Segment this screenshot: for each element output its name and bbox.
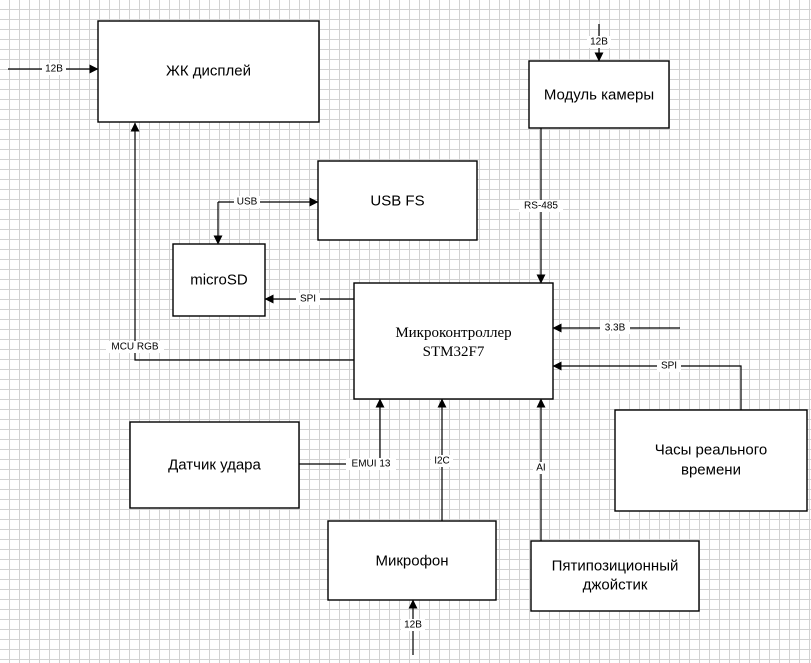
camera-power-label: 12В bbox=[587, 36, 611, 48]
camera-module-block: Модуль камеры bbox=[528, 60, 670, 129]
svg-text:I2C: I2C bbox=[434, 456, 450, 467]
mcu-power-label: 3.3В bbox=[600, 322, 630, 334]
svg-text:12В: 12В bbox=[45, 64, 63, 75]
lcd-display-block: ЖК дисплей bbox=[97, 20, 320, 123]
svg-text:USB: USB bbox=[237, 197, 258, 208]
microphone-label: Микрофон bbox=[375, 553, 448, 570]
svg-text:3.3В: 3.3В bbox=[605, 323, 626, 334]
mic-i2c-label: I2C bbox=[431, 455, 453, 467]
rtc-block: Часы реального времени bbox=[614, 409, 808, 512]
microsd-block: microSD bbox=[172, 243, 266, 317]
mcu-label-line1: Микроконтроллер bbox=[395, 325, 511, 341]
svg-text:EMUI 13: EMUI 13 bbox=[352, 459, 391, 470]
svg-text:12В: 12В bbox=[404, 620, 422, 631]
shock-sensor-block: Датчик удара bbox=[129, 421, 300, 509]
usb-link-label: USB bbox=[234, 196, 260, 208]
joystick-label-line2: джойстик bbox=[583, 577, 648, 594]
microsd-label: microSD bbox=[190, 272, 248, 289]
rtc-spi-wire bbox=[552, 361, 742, 410]
shock-link-label: EMUI 13 bbox=[346, 458, 396, 470]
camera-module-label: Модуль камеры bbox=[544, 87, 654, 104]
mcu-rgb-label: MCU RGB bbox=[106, 341, 164, 353]
joystick-block: Пятипозиционный джойстик bbox=[530, 540, 700, 612]
lcd-display-label: ЖК дисплей bbox=[166, 63, 251, 80]
rs485-label: RS-485 bbox=[519, 200, 563, 212]
svg-text:SPI: SPI bbox=[300, 294, 316, 305]
microsd-spi-label: SPI bbox=[296, 293, 320, 305]
shock-link-wire bbox=[299, 398, 385, 465]
microphone-block: Микрофон bbox=[327, 520, 497, 601]
lcd-power-label: 12В bbox=[42, 63, 66, 75]
svg-text:RS-485: RS-485 bbox=[524, 201, 558, 212]
usb-fs-label: USB FS bbox=[370, 193, 424, 210]
joystick-label-line1: Пятипозиционный bbox=[552, 558, 679, 575]
usb-fs-block: USB FS bbox=[317, 160, 478, 241]
shock-sensor-label: Датчик удара bbox=[168, 457, 261, 474]
rtc-spi-label: SPI bbox=[657, 360, 681, 372]
mic-power-label: 12В bbox=[401, 619, 425, 631]
svg-text:MCU RGB: MCU RGB bbox=[111, 342, 159, 353]
rtc-label-line1: Часы реального bbox=[655, 442, 768, 459]
svg-text:SPI: SPI bbox=[661, 361, 677, 372]
mcu-label-line2: STM32F7 bbox=[423, 344, 485, 360]
rtc-label-line2: времени bbox=[681, 462, 741, 479]
mcu-block: Микроконтроллер STM32F7 bbox=[353, 282, 554, 400]
svg-text:AI: AI bbox=[536, 463, 545, 474]
mcu-rgb-wire bbox=[130, 122, 354, 361]
svg-text:12В: 12В bbox=[590, 37, 608, 48]
joystick-ai-label: AI bbox=[533, 462, 549, 474]
